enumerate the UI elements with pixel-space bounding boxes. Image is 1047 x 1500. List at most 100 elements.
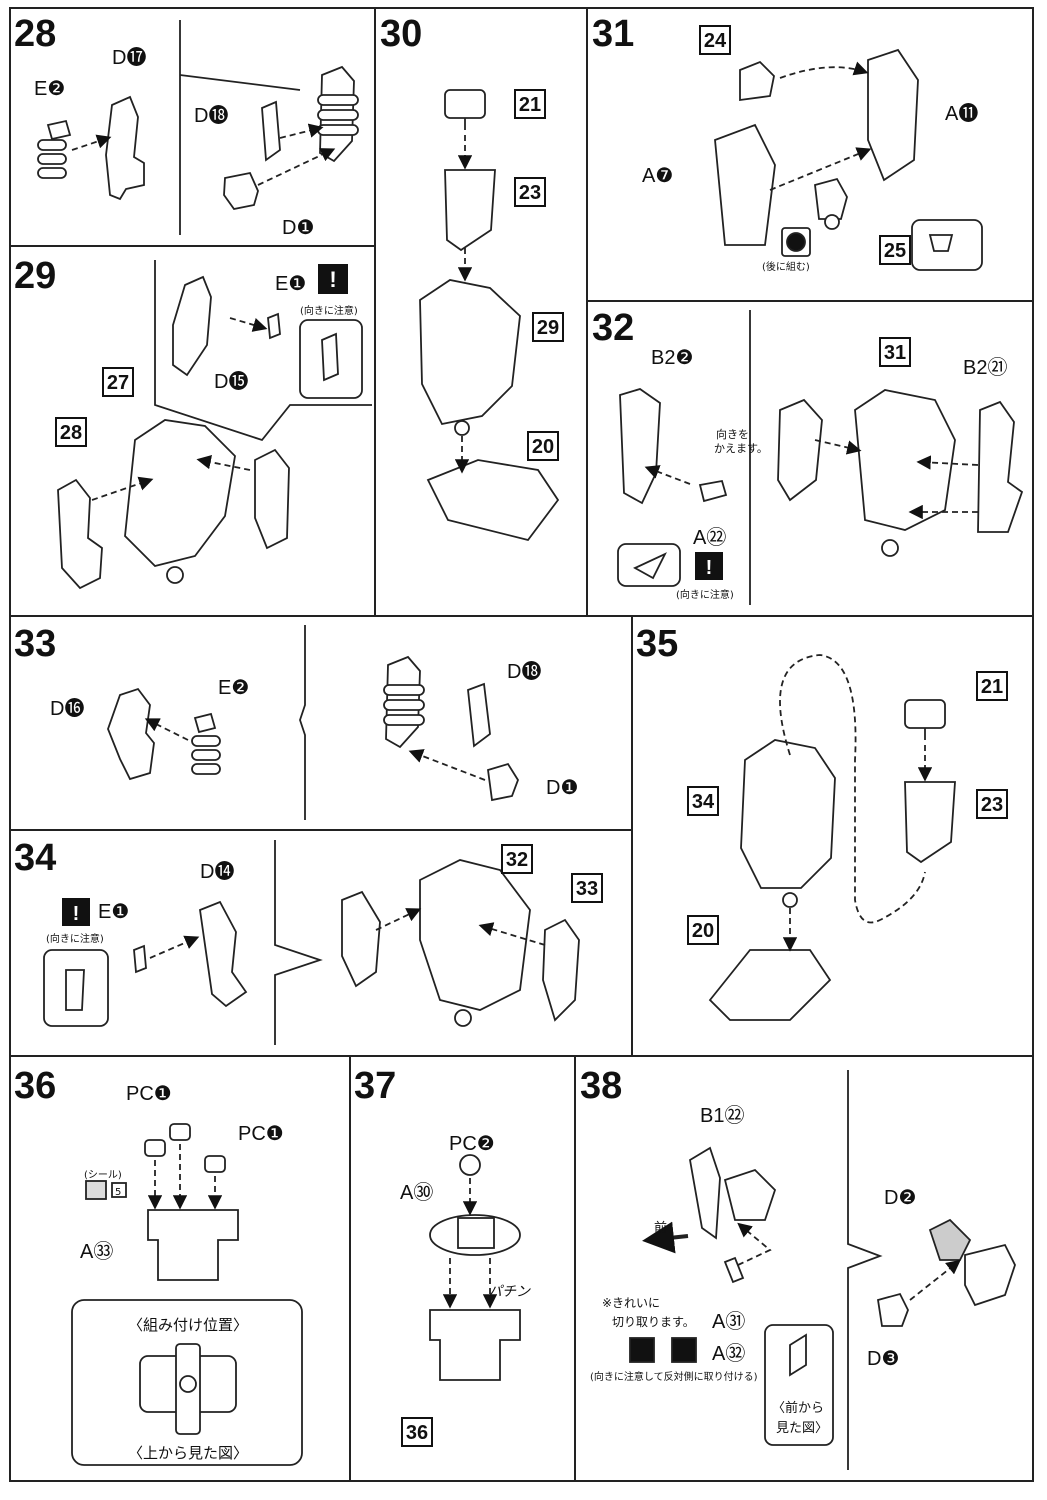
step-number-37: 37 (354, 1065, 396, 1107)
step-32-turn-note-line2: かえます。 (714, 442, 768, 455)
part-label-d-18: D⓲ (507, 660, 541, 683)
part-label-d-18: D⓲ (194, 104, 228, 127)
part-label-pc-2: PC❷ (449, 1133, 495, 1155)
subassembly-box-27: 27 (102, 367, 134, 397)
subassembly-box-label: 31 (884, 342, 906, 364)
part-label-d-1: D❶ (546, 777, 578, 799)
step-number-33: 33 (14, 623, 56, 665)
subassembly-box-21: 21 (514, 89, 546, 119)
step-number-28: 28 (14, 13, 56, 55)
part-label-e-2: E❷ (218, 677, 249, 699)
part-label-a-22: A㉒ (693, 526, 726, 549)
subassembly-box-label: 21 (519, 94, 541, 116)
part-label-e-1: E❶ (98, 901, 129, 923)
subassembly-box-label: 33 (576, 878, 598, 900)
part-label-d-17: D⓱ (112, 46, 146, 69)
part-label-pc-1: PC❶ (238, 1123, 284, 1145)
subassembly-box-label: 20 (692, 920, 714, 942)
part-label-a-30: A㉚ (400, 1181, 433, 1204)
svg-text:!: ! (706, 557, 713, 579)
subassembly-box-label: 36 (406, 1422, 428, 1444)
subassembly-box-label: 25 (884, 240, 906, 262)
sub-assembly-boxes: 28 27 21 23 29 20 24 25 31 32 33 21 23 34 20 36 (55, 25, 1008, 1447)
subassembly-box-20: 20 (687, 915, 719, 945)
subassembly-box-24: 24 (699, 25, 731, 55)
subassembly-box-28: 28 (55, 417, 87, 447)
subassembly-box-33: 33 (571, 873, 603, 903)
snap-sound: パチン (488, 1284, 531, 1300)
panel-frame-37 (349, 1055, 576, 1482)
part-label-a-11: A⓫ (945, 102, 978, 125)
step-30-illustration (419, 89, 560, 542)
svg-text:!: ! (73, 903, 80, 925)
part-label-d-3: D❸ (867, 1348, 899, 1370)
step-32-illustration (617, 310, 1024, 605)
part-label-b1-22: B1㉒ (700, 1104, 744, 1127)
step-number-29: 29 (14, 255, 56, 297)
subassembly-box-23: 23 (976, 789, 1008, 819)
step-31-note: (後に組む) (762, 260, 810, 273)
part-label-a-32: A㉜ (712, 1342, 745, 1365)
part-label-b2-2: B2❷ (651, 347, 693, 369)
part-label-b2-21: B2㉑ (963, 356, 1007, 379)
step-32-turn-note-line1: 向きを (716, 427, 749, 441)
part-label-a-7: A❼ (642, 165, 673, 187)
part-label-a-31: A㉛ (712, 1310, 745, 1333)
step-38-illustration (629, 1070, 1016, 1470)
subassembly-box-label: 32 (506, 849, 528, 871)
part-label-d-2: D❷ (884, 1187, 916, 1209)
part-label-pc-1: PC❶ (126, 1083, 172, 1105)
cut-note-line1: ※きれいに (602, 1296, 660, 1310)
step-number-35: 35 (636, 623, 678, 665)
subassembly-box-label: 29 (537, 317, 559, 339)
caution-icons: ! ! ! (62, 264, 723, 926)
part-label-a-33: A㉝ (80, 1240, 113, 1263)
subassembly-box-label: 21 (981, 676, 1003, 698)
subassembly-box-32: 32 (501, 844, 533, 874)
assembly-position-title: 〈組み付け位置〉 (128, 1316, 248, 1334)
front-direction-label: 前 (654, 1220, 667, 1236)
subassembly-box-34: 34 (687, 786, 719, 816)
part-label-e-2: E❷ (34, 78, 65, 100)
step-37-illustration (429, 1154, 521, 1381)
panel-frame-38 (574, 1055, 1034, 1482)
step-number-32: 32 (592, 307, 634, 349)
part-label-d-15: D⓯ (214, 370, 248, 393)
subassembly-box-label: 27 (107, 372, 129, 394)
subassembly-box-label: 23 (519, 182, 541, 204)
part-labels: E❷ D⓱ D⓲ D❶ E❶ D⓯ A⓫ A❼ B2❷ B2㉑ A㉒ D⓰ E❷ D⓲ D❶ E❶ D⓮ PC❶ P… (34, 46, 1007, 1370)
step-35-illustration (708, 654, 956, 1021)
sticker-label: (シール) (84, 1170, 122, 1181)
subassembly-box-29: 29 (532, 312, 564, 342)
caution-text-34: (向きに注意) (46, 932, 104, 945)
step-29-illustration (57, 260, 372, 590)
step-28-illustration (37, 20, 359, 235)
subassembly-box-label: 24 (704, 30, 727, 52)
part-label-e-1: E❶ (275, 273, 306, 295)
step-number-30: 30 (380, 13, 422, 55)
step-number-31: 31 (592, 13, 634, 55)
step-36-illustration (71, 1123, 303, 1466)
subassembly-box-21: 21 (976, 671, 1008, 701)
step-number-38: 38 (580, 1065, 622, 1107)
subassembly-box-label: 28 (60, 422, 82, 444)
caution-text-32: (向きに注意) (676, 588, 734, 601)
panel-frame-33 (9, 615, 633, 831)
subassembly-box-label: 20 (532, 436, 554, 458)
caution-text-29: (向きに注意) (300, 304, 358, 317)
subassembly-box-label: 34 (692, 791, 715, 813)
part-label-d-14: D⓮ (200, 860, 234, 883)
sticker-number: 5 (115, 1187, 121, 1198)
step-number-34: 34 (14, 837, 56, 879)
subassembly-box-31: 31 (879, 337, 911, 367)
front-view-caption-line2: 見た図〉 (776, 1421, 828, 1436)
svg-text:!: ! (329, 267, 336, 292)
step-34-illustration (43, 840, 580, 1045)
step-number-36: 36 (14, 1065, 56, 1107)
part-label-d-1: D❶ (282, 217, 314, 239)
step-31-illustration (714, 48, 983, 271)
part-label-d-16: D⓰ (50, 697, 84, 720)
step-33-illustration (107, 625, 519, 820)
mirror-note: (向きに注意して反対側に取り付ける) (590, 1370, 758, 1383)
